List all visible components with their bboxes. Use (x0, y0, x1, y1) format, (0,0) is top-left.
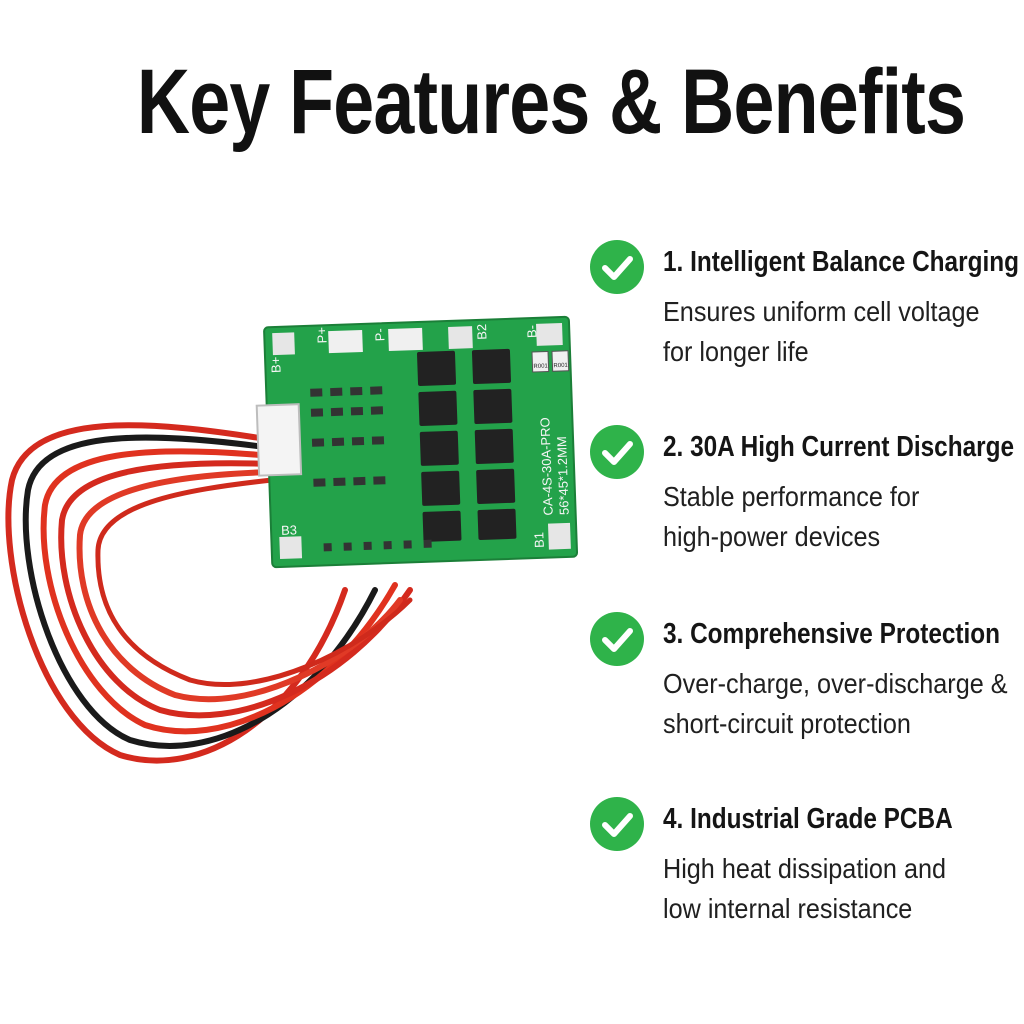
feature-item: 4. Industrial Grade PCBA High heat dissi… (590, 793, 1020, 953)
label-p-plus: P+ (314, 327, 330, 344)
feature-description: Ensures uniform cell voltage for longer … (663, 292, 1024, 372)
label-b3: B3 (281, 522, 297, 538)
label-size: 56*45*1.2MM (554, 436, 572, 515)
feature-desc-line: low internal resistance (663, 893, 913, 924)
feature-item: 3. Comprehensive Protection Over-charge,… (590, 608, 1020, 768)
feature-desc-line: short-circuit protection (663, 708, 911, 739)
feature-title: 4. Industrial Grade PCBA (663, 803, 953, 835)
feature-title: 2. 30A High Current Discharge (663, 431, 1015, 463)
feature-desc-line: for longer life (663, 336, 809, 367)
feature-description: Stable performance for high-power device… (663, 477, 1024, 557)
feature-desc-line: Ensures uniform cell voltage (663, 296, 980, 327)
feature-desc-line: Stable performance for (663, 481, 920, 512)
label-b-plus: B+ (268, 356, 284, 373)
label-model: CA-4S-30A-PRO (537, 417, 555, 516)
check-circle-icon (590, 425, 644, 479)
feature-description: Over-charge, over-discharge & short-circ… (663, 664, 1024, 744)
label-b2: B2 (474, 324, 490, 340)
label-b-minus: B- (524, 325, 539, 339)
label-p-minus: P- (372, 328, 387, 342)
feature-title: 3. Comprehensive Protection (663, 618, 1001, 650)
feature-item: 1. Intelligent Balance Charging Ensures … (590, 236, 1020, 396)
check-circle-icon (590, 797, 644, 851)
page-title: Key Features & Benefits (136, 51, 966, 153)
label-b1: B1 (531, 532, 547, 548)
feature-desc-line: high-power devices (663, 521, 881, 552)
label-r2: R001 (553, 363, 568, 370)
check-circle-icon (590, 240, 644, 294)
feature-desc-line: High heat dissipation and (663, 853, 947, 884)
label-r1: R001 (533, 363, 548, 370)
feature-item: 2. 30A High Current Discharge Stable per… (590, 421, 1020, 581)
feature-desc-line: Over-charge, over-discharge & (663, 668, 1008, 699)
feature-description: High heat dissipation and low internal r… (663, 849, 1024, 929)
bms-board-image: B+ P+ P- B2 B- B3 B1 CA-4S-30A-PRO 56*45… (5, 315, 579, 764)
feature-title: 1. Intelligent Balance Charging (663, 246, 1020, 278)
check-circle-icon (590, 612, 644, 666)
